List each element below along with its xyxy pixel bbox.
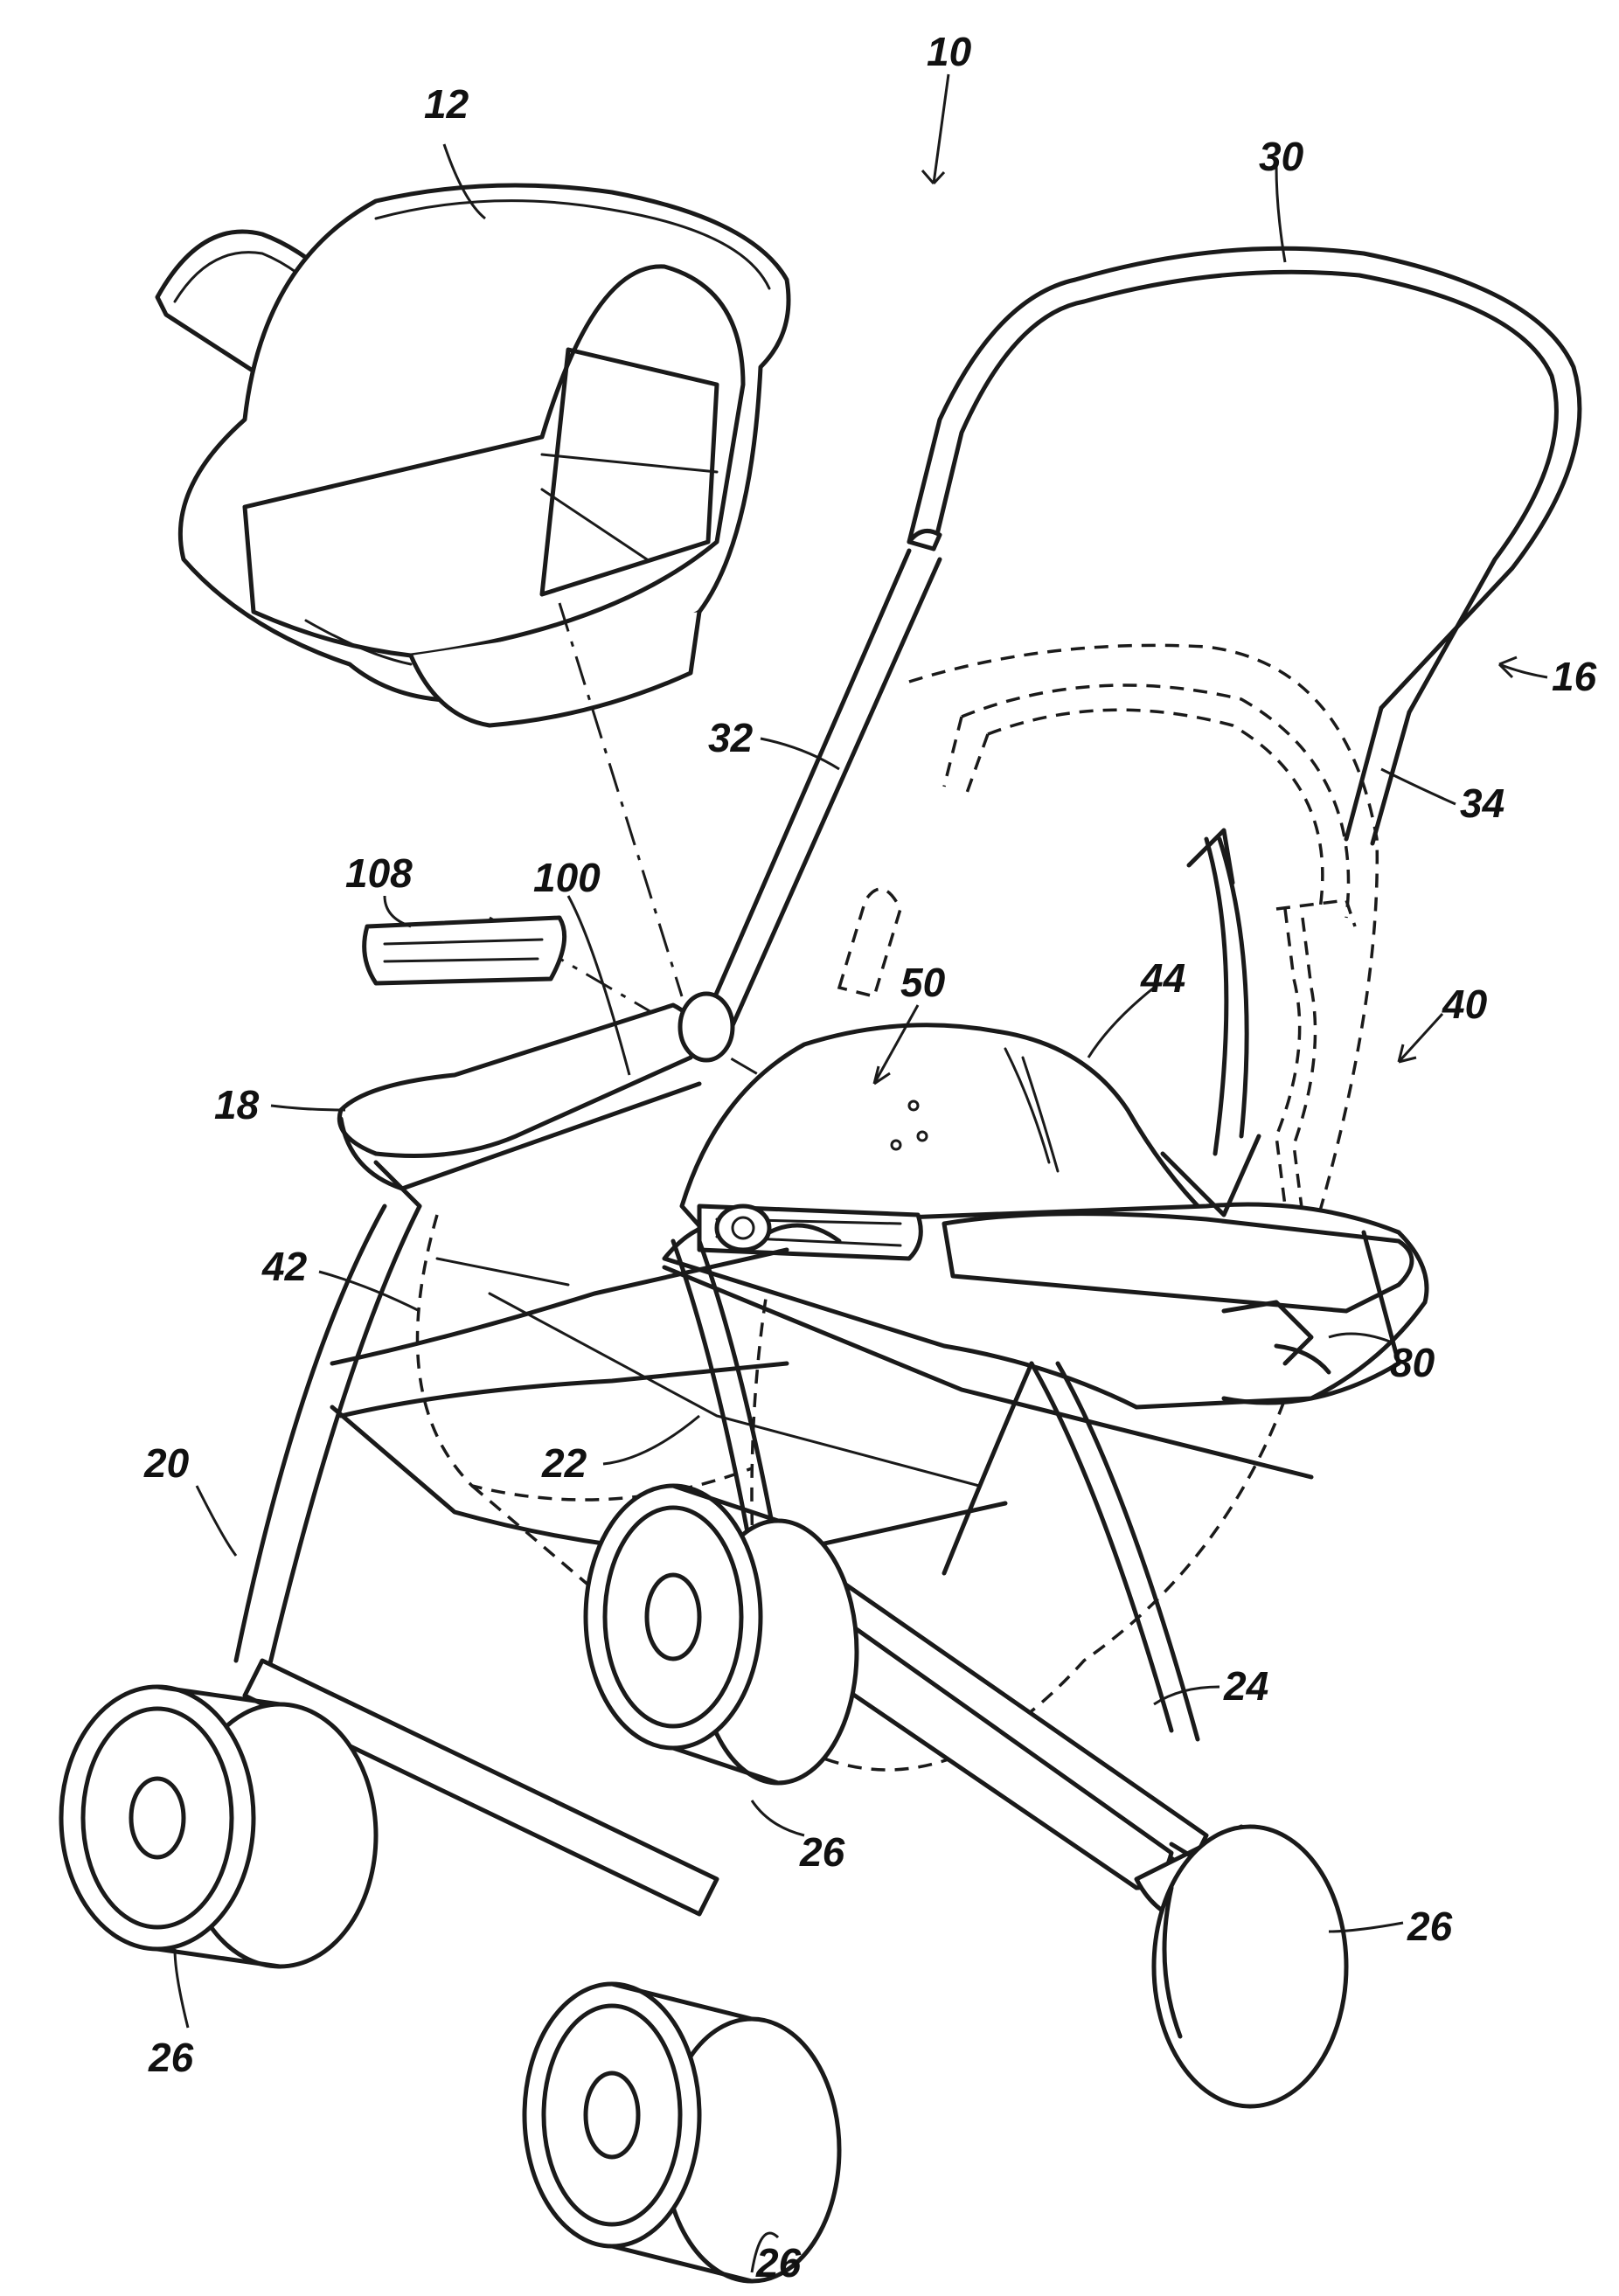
label-car-seat: 12 [424,81,469,127]
tray [339,994,733,1206]
label-assembly: 10 [927,29,972,74]
seat-assembly [664,830,1427,1477]
label-canopy-frame: 16 [1552,654,1597,699]
wheel-rear-right [1154,1827,1346,2106]
label-tray: 18 [214,1082,260,1127]
label-basket-fabric: 42 [261,1244,308,1289]
label-wheel-rear-right: 26 [1407,1904,1453,1949]
car-seat [157,185,789,725]
label-receiver: 100 [533,855,601,900]
label-wheel-rear-left: 26 [755,2240,802,2286]
label-adapter: 50 [900,960,946,1005]
label-handle-tube-right: 34 [1460,780,1504,826]
wheel-front-right [586,1486,857,1783]
label-handle: 30 [1259,134,1304,179]
label-handle-tube-left: 32 [708,715,754,760]
wheel-rear-left [525,1984,839,2281]
handle-assembly [704,248,1580,1031]
wheel-front-left [61,1687,376,1967]
label-seat-assembly: 40 [1442,982,1488,1027]
label-front-leg: 20 [143,1440,190,1486]
label-insert: 108 [345,850,413,896]
label-rear-leg: 24 [1223,1663,1268,1709]
label-wheel-front-left: 26 [148,2035,194,2080]
label-latch: 80 [1390,1340,1435,1385]
label-wheel-front-right: 26 [799,1829,845,1875]
insert [365,918,565,983]
label-middle-leg: 22 [541,1440,587,1486]
label-seat-back: 44 [1140,955,1185,1001]
